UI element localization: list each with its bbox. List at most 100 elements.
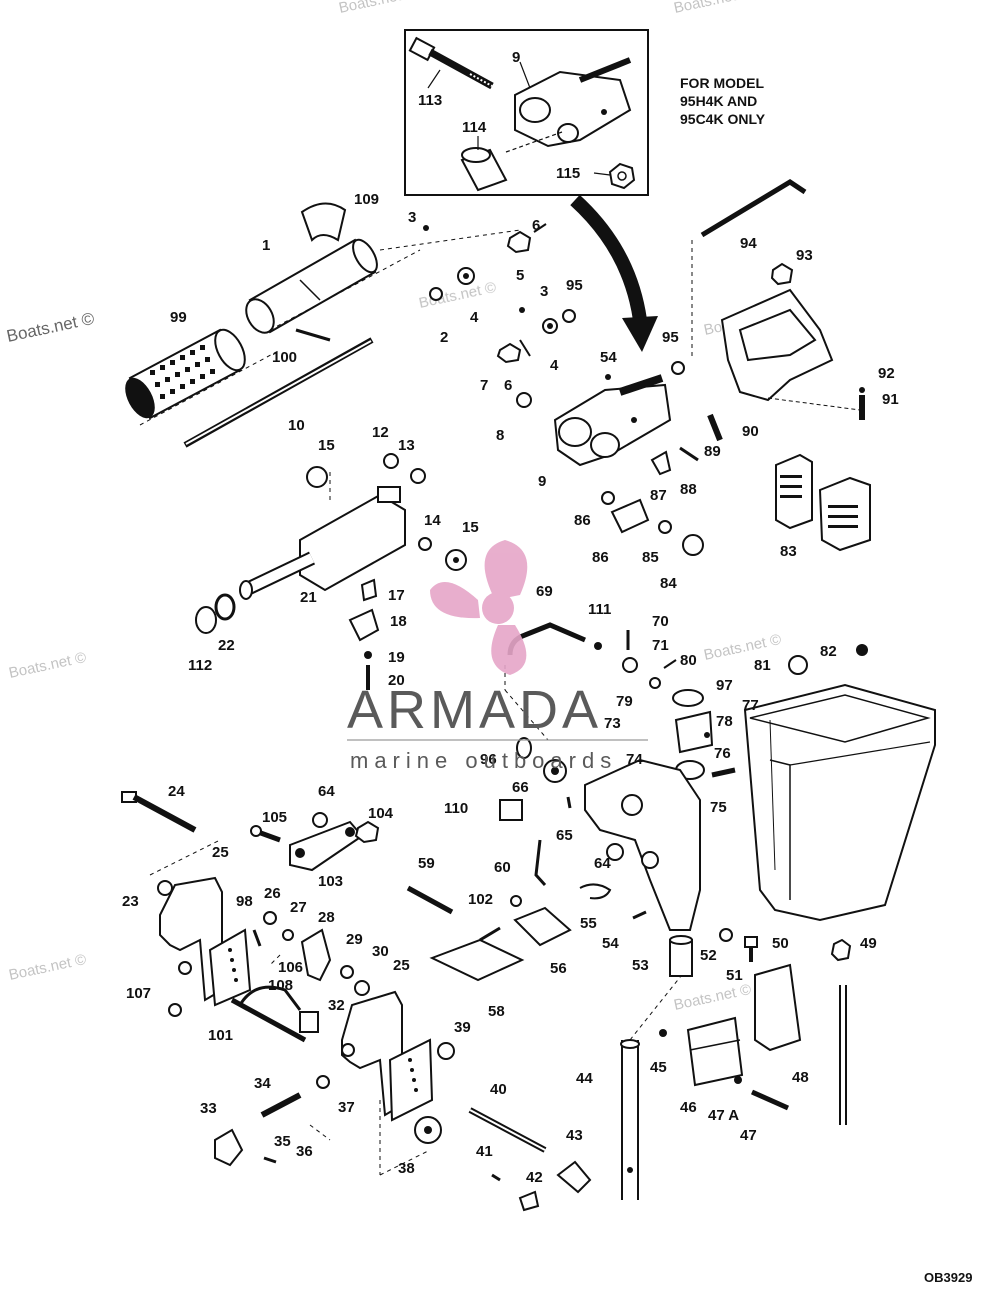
callout-99: 99: [170, 309, 187, 326]
callout-4: 4: [470, 309, 479, 326]
callout-52: 52: [700, 947, 717, 964]
callout-29: 29: [346, 931, 363, 948]
callout-111: 111: [588, 601, 611, 618]
callout-114: 114: [462, 119, 487, 136]
watermark-site-text: Boats.net ©: [672, 0, 752, 17]
callout-45: 45: [650, 1059, 667, 1076]
callout-95: 95: [566, 277, 583, 294]
callout-69: 69: [536, 583, 553, 600]
callout-7: 7: [480, 377, 488, 394]
callout-86: 86: [574, 512, 591, 529]
bracket-9: [553, 374, 672, 467]
brand-name: ARMADA: [347, 680, 602, 740]
exhaust-housing-77: [743, 683, 936, 922]
callout-65: 65: [556, 827, 573, 844]
callout-96: 96: [480, 751, 497, 768]
callout-20: 20: [388, 672, 405, 689]
callout-100: 100: [272, 349, 297, 366]
callout-41: 41: [476, 1143, 493, 1160]
callout-2: 2: [440, 329, 448, 346]
callout-labels: 109 1 99 100 10 3 6 5 4 2 3 95 4 7 6 54 …: [122, 191, 899, 1186]
callout-43: 43: [566, 1127, 583, 1144]
callout-18: 18: [390, 613, 407, 630]
callout-91: 91: [882, 391, 899, 408]
bottom-hardware: [214, 1075, 592, 1212]
callout-64: 64: [594, 855, 611, 872]
callout-47: 47: [740, 1127, 757, 1144]
callout-78: 78: [716, 713, 733, 730]
parts-84-86: [601, 491, 704, 556]
callout-9: 9: [512, 49, 520, 66]
inset-note-line: 95C4K ONLY: [680, 111, 766, 127]
callout-80: 80: [680, 652, 697, 669]
callout-3: 3: [408, 209, 416, 226]
brand-tagline: marine outboards: [350, 748, 617, 773]
callout-6: 6: [532, 217, 540, 234]
callout-13: 13: [398, 437, 415, 454]
callout-27: 27: [290, 899, 307, 916]
callout-36: 36: [296, 1143, 313, 1160]
callout-10: 10: [288, 417, 305, 434]
callout-101: 101: [208, 1027, 233, 1044]
callout-105: 105: [262, 809, 287, 826]
callout-109: 109: [354, 191, 379, 208]
callout-90: 90: [742, 423, 759, 440]
propeller-icon: [430, 540, 528, 675]
callout-34: 34: [254, 1075, 271, 1092]
callout-38: 38: [398, 1160, 415, 1177]
callout-64: 64: [318, 783, 335, 800]
callout-33: 33: [200, 1100, 217, 1117]
callout-23: 23: [122, 893, 139, 910]
callout-103: 103: [318, 873, 343, 890]
drawing-code: OB3929: [924, 1270, 972, 1285]
callout-113: 113: [418, 92, 442, 109]
callout-54: 54: [600, 349, 617, 366]
callout-25: 25: [212, 844, 229, 861]
clamp-bracket-right: [341, 990, 455, 1122]
callout-35: 35: [274, 1133, 291, 1150]
callout-95: 95: [662, 329, 679, 346]
callout-37: 37: [338, 1099, 355, 1116]
callout-73: 73: [604, 715, 621, 732]
watermark-site-text: Boats.net ©: [337, 0, 417, 17]
callout-59: 59: [418, 855, 435, 872]
callout-89: 89: [704, 443, 721, 460]
callout-115: 115: [556, 165, 580, 182]
callout-92: 92: [878, 365, 895, 382]
callout-24: 24: [168, 783, 185, 800]
callout-82: 82: [820, 643, 837, 660]
callout-85: 85: [642, 549, 659, 566]
tiller-handle-group: [125, 202, 521, 448]
callout-66: 66: [512, 779, 529, 796]
callout-50: 50: [772, 935, 789, 952]
watermark-site-text: Boats.net ©: [7, 951, 87, 984]
callout-76: 76: [714, 745, 731, 762]
callout-25: 25: [393, 957, 410, 974]
inset-box: [404, 29, 649, 196]
callout-21: 21: [300, 589, 317, 606]
callout-112: 112: [188, 657, 212, 674]
plate-103-group: [121, 791, 380, 876]
callout-14: 14: [424, 512, 441, 529]
callout-74: 74: [626, 751, 643, 768]
callout-93: 93: [796, 247, 813, 264]
callout-28: 28: [318, 909, 335, 926]
callout-40: 40: [490, 1081, 507, 1098]
callout-71: 71: [652, 637, 669, 654]
callout-77: 77: [742, 697, 759, 714]
callout-94: 94: [740, 235, 757, 252]
callout-58: 58: [488, 1003, 505, 1020]
inset-note-line: FOR MODEL: [680, 75, 764, 91]
linkage-parts: [406, 883, 647, 982]
callout-39: 39: [454, 1019, 471, 1036]
hardware-cluster: [423, 223, 685, 408]
callout-19: 19: [388, 649, 405, 666]
callout-84: 84: [660, 575, 677, 592]
lock-mechanism: [230, 911, 370, 1043]
callout-56: 56: [550, 960, 567, 977]
callout-3: 3: [540, 283, 548, 300]
clamp-bracket-left: [157, 876, 252, 1017]
callout-12: 12: [372, 424, 389, 441]
cylinder-21: [195, 453, 467, 690]
